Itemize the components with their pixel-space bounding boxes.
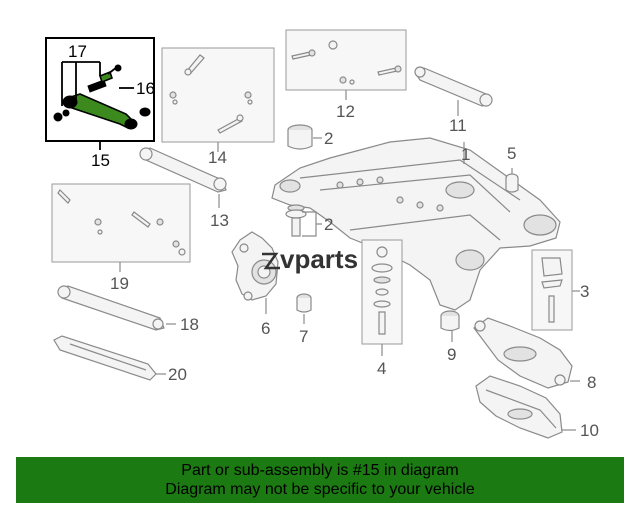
banner-line-1: Part or sub-assembly is #15 in diagram	[181, 462, 459, 479]
parts-diagram: vparts 1 2 2 3 4 5 6 7 8 9 10 11 12 13 1…	[45, 29, 599, 440]
label-11: 11	[449, 116, 467, 135]
label-7: 7	[299, 327, 308, 346]
watermark-text: vparts	[280, 244, 358, 274]
part-18-link[interactable]	[57, 285, 176, 331]
part-6-knuckle[interactable]	[231, 231, 279, 314]
part-13-link[interactable]	[139, 147, 227, 208]
label-9: 9	[447, 345, 456, 364]
part-8-lower-arm[interactable]	[473, 317, 580, 389]
label-10: 10	[580, 421, 599, 440]
label-8: 8	[587, 373, 596, 392]
label-12: 12	[336, 102, 355, 121]
part-2-mount-lower[interactable]	[285, 204, 322, 237]
part-19-kit-box[interactable]	[51, 183, 191, 272]
label-3: 3	[580, 282, 589, 301]
label-4: 4	[377, 359, 386, 378]
part-4-kit-box[interactable]	[361, 239, 403, 356]
label-2-upper: 2	[324, 129, 333, 148]
label-1: 1	[461, 145, 470, 164]
label-15: 15	[91, 151, 110, 170]
part-1-subframe[interactable]	[271, 137, 561, 311]
info-banner: Part or sub-assembly is #15 in diagram D…	[16, 457, 624, 503]
part-2-bushing-upper[interactable]	[287, 124, 322, 150]
part-14-kit-box[interactable]	[161, 47, 275, 152]
part-7-bushing[interactable]	[296, 293, 312, 324]
watermark: vparts	[262, 244, 358, 274]
label-17: 17	[68, 42, 87, 61]
banner-line-2: Diagram may not be specific to your vehi…	[165, 481, 475, 498]
label-5: 5	[507, 144, 516, 163]
part-20-trim[interactable]	[53, 335, 166, 381]
label-6: 6	[261, 319, 270, 338]
label-2-lower: 2	[324, 215, 333, 234]
part-10-shield[interactable]	[475, 375, 576, 439]
part-3-kit-box[interactable]	[531, 249, 580, 331]
label-19: 19	[110, 274, 129, 293]
part-9-bushing[interactable]	[440, 310, 460, 342]
label-18: 18	[180, 315, 199, 334]
label-13: 13	[210, 211, 229, 230]
part-12-kit-box[interactable]	[285, 29, 407, 100]
label-20: 20	[168, 365, 187, 384]
part-5-bushing[interactable]	[505, 168, 519, 193]
part-11-control-arm[interactable]	[414, 66, 493, 116]
label-14: 14	[208, 148, 227, 167]
label-16: 16	[136, 79, 155, 98]
part-15-assembly[interactable]	[45, 37, 155, 150]
